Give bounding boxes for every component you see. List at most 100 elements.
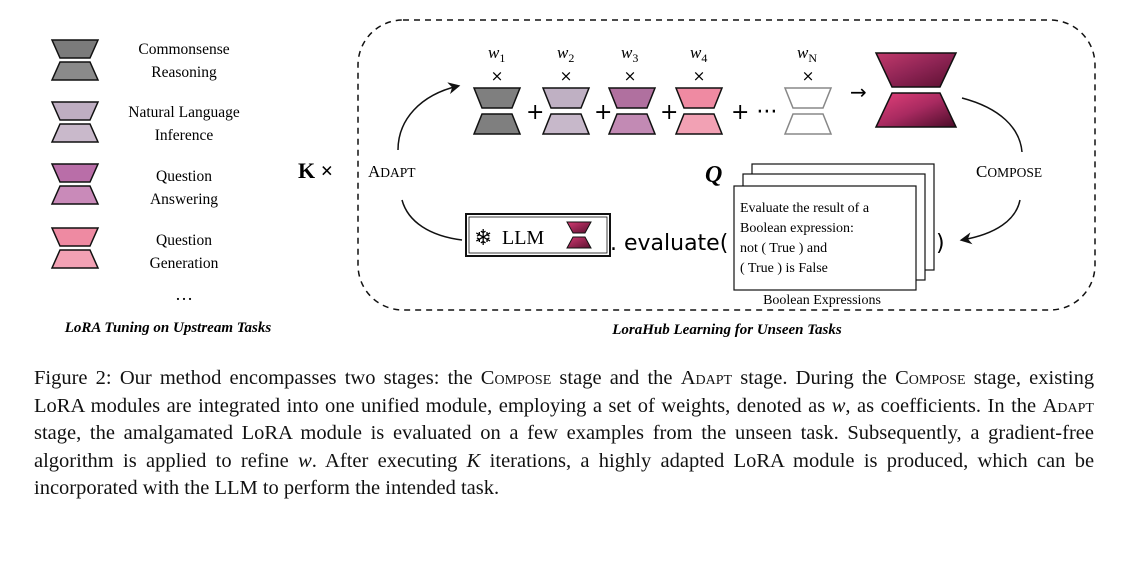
module-qg bbox=[674, 87, 724, 135]
adapt-arrow-up bbox=[397, 82, 461, 151]
legend-label: Generation bbox=[150, 255, 219, 272]
llm-label: LLM bbox=[502, 227, 544, 249]
example-line: Evaluate the result of a bbox=[740, 201, 870, 216]
lora-module-icon bbox=[50, 39, 100, 59]
lora-module-icon bbox=[541, 113, 591, 135]
caption-compose: Compose bbox=[895, 367, 966, 389]
lora-module-icon bbox=[472, 113, 522, 135]
times-sign: × bbox=[624, 67, 637, 85]
times-sign: × bbox=[491, 67, 504, 85]
lora-module-icon bbox=[566, 236, 592, 249]
caption-adapt: Adapt bbox=[680, 367, 733, 389]
times-row: × × × × × bbox=[491, 67, 815, 85]
legend-label: Natural Language bbox=[128, 104, 240, 121]
lora-module-icon bbox=[50, 61, 100, 81]
method-diagram: Commonsense Reasoning Natural Language I… bbox=[50, 19, 1096, 338]
lora-module-icon bbox=[50, 185, 100, 205]
lora-module-icon bbox=[566, 221, 592, 234]
lora-module-icon bbox=[874, 52, 958, 88]
legend-label: Question bbox=[156, 232, 212, 249]
module-n bbox=[783, 87, 833, 135]
lora-module-icon bbox=[541, 87, 591, 109]
lora-module-icon bbox=[50, 249, 100, 269]
lora-module-icon bbox=[674, 113, 724, 135]
composed-module bbox=[874, 52, 958, 128]
legend-label: Reasoning bbox=[151, 64, 217, 81]
lora-module-icon bbox=[607, 87, 657, 109]
k-times-label: K × bbox=[298, 158, 333, 183]
lorahub-dashed-box bbox=[357, 19, 1096, 311]
compose-arrow-back bbox=[959, 199, 1021, 245]
caption-k: K bbox=[466, 449, 481, 472]
caption-text: stage and the bbox=[559, 367, 673, 389]
weight-4: w4 bbox=[690, 43, 707, 65]
caption-adapt: Adapt bbox=[1042, 394, 1094, 417]
legend-caption: LoRA Tuning on Upstream Tasks bbox=[64, 320, 272, 336]
weight-1: w1 bbox=[488, 43, 505, 65]
example-caption: Boolean Expressions bbox=[763, 293, 881, 308]
plus-sign: + bbox=[660, 100, 678, 125]
example-line: Boolean expression: bbox=[740, 221, 854, 236]
figure-caption: Figure 2: Our method encompasses two sta… bbox=[34, 365, 1094, 503]
module-commonsense bbox=[472, 87, 522, 135]
example-text: Evaluate the result of a Boolean express… bbox=[740, 201, 870, 276]
lora-module-icon bbox=[783, 87, 833, 109]
example-line: not ( True ) and bbox=[740, 241, 827, 256]
caption-text: stage, existing LoRA modules are integra… bbox=[34, 367, 1095, 417]
caption-w: w bbox=[298, 449, 312, 472]
legend-label: Question bbox=[156, 168, 212, 185]
example-card-stack: Evaluate the result of a Boolean express… bbox=[733, 163, 935, 291]
plus-ellipsis: + ··· bbox=[731, 100, 777, 125]
caption-w: w bbox=[831, 394, 846, 417]
legend-ellipsis: … bbox=[175, 284, 193, 304]
lora-module-icon bbox=[674, 87, 724, 109]
weights-row: w1 w2 w3 w4 wN bbox=[488, 43, 817, 65]
snowflake-icon: ❄ bbox=[474, 226, 492, 251]
lora-module-icon bbox=[472, 87, 522, 109]
weight-3: w3 bbox=[621, 43, 638, 65]
caption-text: , as coefficients. In the bbox=[845, 394, 1037, 417]
caption-text: stage. During the bbox=[740, 367, 887, 389]
module-qa bbox=[607, 87, 657, 135]
weight-n: wN bbox=[797, 43, 817, 65]
lora-module-icon bbox=[874, 92, 958, 128]
llm-box: ❄ LLM bbox=[465, 213, 611, 257]
legend-label: Answering bbox=[150, 191, 218, 208]
legend-item-qa: Question Answering bbox=[50, 163, 218, 208]
times-sign: × bbox=[802, 67, 815, 85]
times-sign: × bbox=[560, 67, 573, 85]
compose-arrow-down bbox=[961, 97, 1023, 153]
adapt-label: ADAPT bbox=[368, 162, 416, 181]
lora-module-icon bbox=[50, 101, 100, 121]
lora-module-icon bbox=[50, 163, 100, 183]
times-sign: × bbox=[693, 67, 706, 85]
legend-item-qg: Question Generation bbox=[50, 227, 219, 272]
legend: Commonsense Reasoning Natural Language I… bbox=[50, 39, 272, 336]
plus-sign: + bbox=[594, 100, 612, 125]
caption-label: Figure 2: bbox=[34, 367, 112, 389]
lora-module-icon bbox=[50, 227, 100, 247]
caption-compose: Compose bbox=[480, 367, 552, 389]
caption-paragraph: Figure 2: Our method encompasses two sta… bbox=[34, 365, 1094, 503]
adapt-arrow-down bbox=[401, 199, 463, 241]
compose-label: COMPOSE bbox=[976, 162, 1042, 181]
compose-arrow: → bbox=[850, 80, 867, 104]
lorahub-caption: LoraHub Learning for Unseen Tasks bbox=[611, 322, 842, 338]
legend-label: Inference bbox=[155, 127, 214, 144]
legend-label: Commonsense bbox=[138, 41, 229, 58]
lora-module-icon bbox=[607, 113, 657, 135]
caption-text: iterations, a highly adapted LoRA module… bbox=[34, 449, 1095, 500]
caption-text: stage, the amalgamated LoRA module is ev… bbox=[34, 422, 1094, 472]
caption-text: Our method encompasses two stages: the bbox=[119, 367, 473, 389]
legend-item-commonsense: Commonsense Reasoning bbox=[50, 39, 230, 81]
close-paren: ) bbox=[936, 231, 945, 256]
module-nli bbox=[541, 87, 591, 135]
example-line: ( True ) is False bbox=[740, 261, 828, 276]
query-q-label: Q bbox=[705, 162, 722, 188]
caption-text: . After executing bbox=[311, 449, 458, 472]
lora-module-icon bbox=[783, 113, 833, 135]
evaluate-call-label: . evaluate( bbox=[610, 231, 728, 256]
legend-item-nli: Natural Language Inference bbox=[50, 101, 240, 144]
lora-module-icon bbox=[50, 123, 100, 143]
weight-2: w2 bbox=[557, 43, 574, 65]
